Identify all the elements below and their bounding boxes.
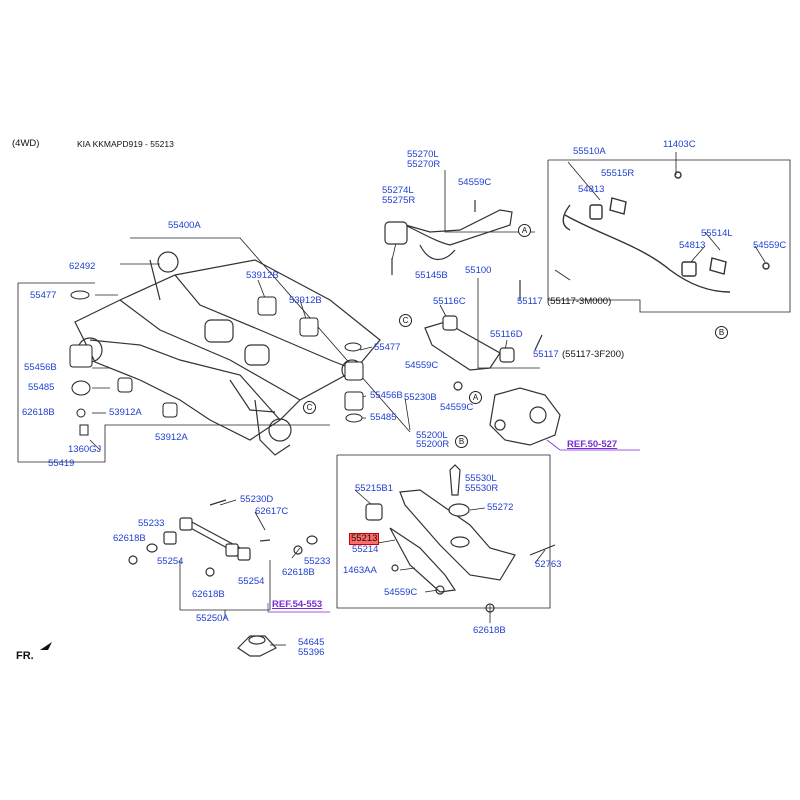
part-62492[interactable]: 62492: [69, 261, 96, 272]
leader-55270: [444, 170, 535, 233]
part-54559C-b[interactable]: 54559C: [405, 360, 439, 371]
drive-type: (4WD): [12, 138, 40, 149]
part-55117-a[interactable]: 55117: [517, 296, 543, 307]
ref-link-54-553[interactable]: REF.54-553: [272, 599, 323, 610]
part-55215B1[interactable]: 55215B1: [355, 483, 394, 494]
bracket-lower-arm: [336, 454, 551, 609]
stabilizer-drawing: [562, 171, 770, 293]
part-55396[interactable]: 55396: [298, 647, 325, 658]
part-53912B-b[interactable]: 53912B: [289, 295, 322, 306]
part-55270L[interactable]: 55270L: [407, 149, 439, 160]
part-55145B[interactable]: 55145B: [415, 270, 448, 281]
part-55230D[interactable]: 55230D: [240, 494, 274, 505]
part-54813-b[interactable]: 54813: [679, 240, 706, 251]
part-1463AA[interactable]: 1463AA: [343, 565, 377, 576]
front-marker: FR.: [16, 650, 34, 662]
part-54559C-c[interactable]: 54559C: [440, 402, 474, 413]
subframe-drawing: [74, 251, 381, 456]
model-code: KIA KKMAPD919 - 55213: [77, 139, 174, 149]
part-54645[interactable]: 54645: [298, 637, 325, 648]
part-53912A-a[interactable]: 53912A: [109, 407, 142, 418]
bracket-stabilizer: [547, 159, 791, 313]
part-55272[interactable]: 55272: [487, 502, 514, 513]
part-55254-a[interactable]: 55254: [157, 556, 184, 567]
lower-arm-drawing: [365, 464, 556, 613]
part-55230B[interactable]: 55230B: [404, 392, 437, 403]
part-53912B-a[interactable]: 53912B: [246, 270, 279, 281]
part-55117-b-alt: (55117-3F200): [562, 349, 625, 360]
bracket-subframe-left: [17, 283, 330, 463]
callout-b-lower-arm: B: [455, 435, 468, 448]
part-55214[interactable]: 55214: [352, 544, 379, 555]
part-62617C[interactable]: 62617C: [255, 506, 289, 517]
trailing-arm-drawing: [384, 200, 513, 275]
part-55274L[interactable]: 55274L: [382, 185, 414, 196]
part-55477-b[interactable]: 55477: [374, 342, 401, 353]
part-1360GJ[interactable]: 1360GJ: [68, 444, 102, 455]
part-55200R[interactable]: 55200R: [416, 439, 450, 450]
part-55419[interactable]: 55419: [48, 458, 75, 469]
part-54813-a[interactable]: 54813: [578, 184, 605, 195]
lateral-link-drawing: [128, 499, 318, 577]
part-55515R[interactable]: 55515R: [601, 168, 635, 179]
part-11403C[interactable]: 11403C: [663, 139, 696, 150]
part-55270R[interactable]: 55270R: [407, 159, 441, 170]
part-55477-a[interactable]: 55477: [30, 290, 57, 301]
part-62618B-c[interactable]: 62618B: [113, 533, 146, 544]
part-62618B-b[interactable]: 62618B: [473, 625, 506, 636]
part-55456B-b[interactable]: 55456B: [370, 390, 403, 401]
part-55100[interactable]: 55100: [465, 265, 492, 276]
upper-arm-drawing: [424, 280, 543, 391]
part-54559C-e[interactable]: 54559C: [384, 587, 418, 598]
callout-b-stabilizer: B: [715, 326, 728, 339]
part-62618B-e[interactable]: 62618B: [192, 589, 225, 600]
callout-c-subframe: C: [303, 401, 316, 414]
front-arrow-icon: [40, 642, 52, 650]
part-55117-b[interactable]: 55117: [533, 349, 559, 360]
part-55254-b[interactable]: 55254: [238, 576, 265, 587]
part-52763[interactable]: 52763: [535, 559, 562, 570]
callout-c-upper-arm: C: [399, 314, 412, 327]
part-55233-a[interactable]: 55233: [138, 518, 165, 529]
bushings: [69, 290, 364, 436]
knuckle-drawing: [489, 387, 561, 446]
part-55117-a-alt: (55117-3M000): [547, 296, 612, 307]
part-62618B-d[interactable]: 62618B: [282, 567, 315, 578]
part-55514L[interactable]: 55514L: [701, 228, 733, 239]
part-55250A[interactable]: 55250A: [196, 613, 229, 624]
part-55200L[interactable]: 55200L: [416, 430, 448, 441]
part-55213-highlighted[interactable]: 55213: [348, 533, 380, 545]
part-55530R[interactable]: 55530R: [465, 483, 499, 494]
part-55456B-a[interactable]: 55456B: [24, 362, 57, 373]
part-55485-a[interactable]: 55485: [28, 382, 55, 393]
callout-a-knuckle: A: [469, 391, 482, 404]
part-55233-b[interactable]: 55233: [304, 556, 331, 567]
part-55275R[interactable]: 55275R: [382, 195, 416, 206]
part-55400A[interactable]: 55400A: [168, 220, 201, 231]
part-55530L[interactable]: 55530L: [465, 473, 497, 484]
part-55116C[interactable]: 55116C: [433, 296, 466, 307]
part-55116D[interactable]: 55116D: [490, 329, 523, 340]
part-53912A-b[interactable]: 53912A: [155, 432, 188, 443]
part-62618B-a[interactable]: 62618B: [22, 407, 55, 418]
part-55485-b[interactable]: 55485: [370, 412, 397, 423]
ref-link-50-527[interactable]: REF.50-527: [567, 439, 618, 450]
part-54559C-a[interactable]: 54559C: [458, 177, 492, 188]
mount-drawing: [237, 635, 277, 657]
part-55510A[interactable]: 55510A: [573, 146, 606, 157]
part-54559C-d[interactable]: 54559C: [753, 240, 787, 251]
callout-a-trailing-arm: A: [518, 224, 531, 237]
